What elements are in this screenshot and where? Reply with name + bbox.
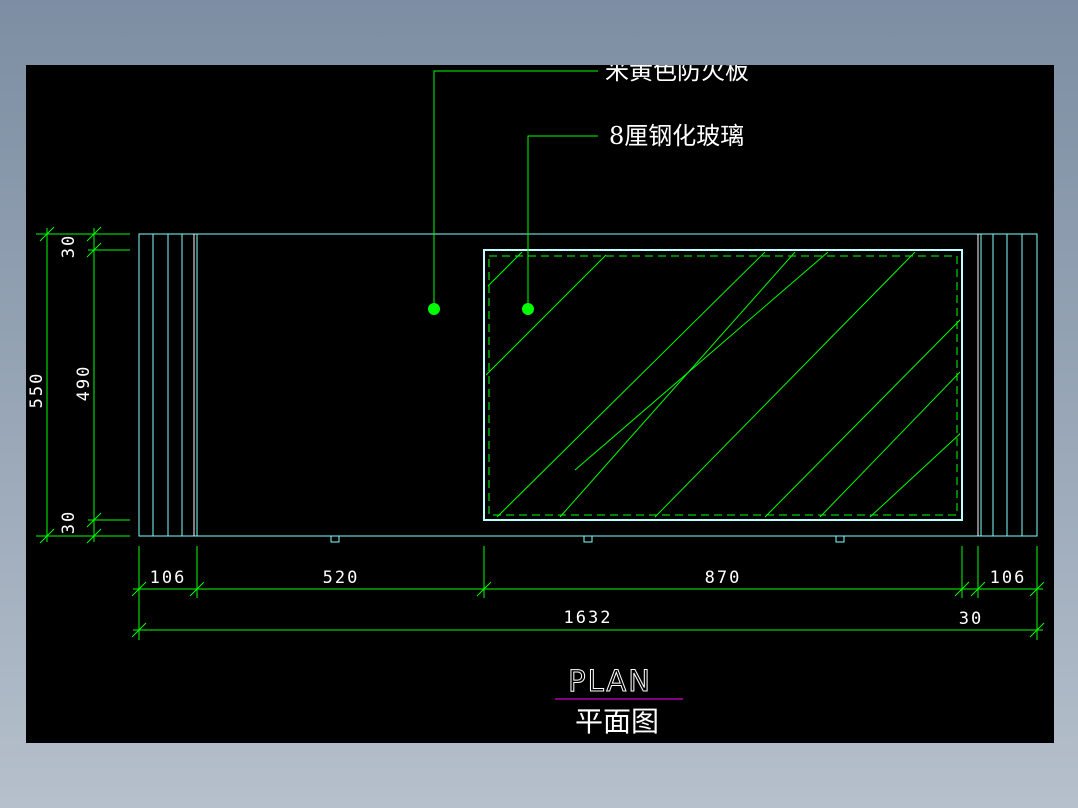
dimension-tick: [970, 581, 986, 597]
dimension-tick: [39, 528, 55, 544]
hatch-line: [559, 252, 796, 518]
vertical-dimensions: 550 490 30 30: [27, 226, 130, 544]
hatch-line: [819, 371, 960, 518]
dimension-tick: [86, 528, 102, 544]
dimension-tick: [131, 581, 147, 597]
dimension-tick: [39, 226, 55, 242]
hatch-line: [574, 252, 829, 471]
cabinet-outline: [138, 233, 1038, 543]
dimension-tick: [954, 581, 970, 597]
hatch-line: [496, 252, 766, 518]
leader-dot-2: [522, 303, 534, 315]
foot-mark: [330, 536, 340, 543]
dimension-text-bottom-offset: 30: [59, 510, 79, 534]
leader-dot-1: [428, 303, 440, 315]
dimension-text-top-offset: 30: [59, 234, 79, 258]
annotations: 米黄色防火板 8厘钢化玻璃: [428, 65, 749, 315]
dimension-tick: [131, 622, 147, 638]
dimension-text-height-inner: 490: [74, 365, 94, 402]
cabinet-outer-rect: [138, 233, 1038, 537]
cad-plan-drawing: 米黄色防火板 8厘钢化玻璃 550 490 30 30: [27, 65, 1045, 738]
horizontal-dimensions: 106 520 870 106 1632 30: [131, 546, 1045, 640]
glass-frame-rect: [483, 249, 963, 521]
leader-line-1: [433, 70, 598, 309]
annotation-label-2: 8厘钢化玻璃: [609, 122, 744, 150]
dimension-text-end-gap: 30: [959, 609, 983, 629]
glass-dashed-inset: [488, 255, 958, 516]
dimension-tick: [1029, 622, 1045, 638]
leader-line-2: [527, 135, 598, 309]
dimension-text-right-margin: 106: [990, 568, 1027, 588]
foot-mark: [835, 536, 845, 543]
dimension-text-panel: 520: [323, 568, 360, 588]
dimension-tick: [476, 581, 492, 597]
dimension-tick: [1029, 581, 1045, 597]
dimension-tick: [86, 242, 102, 258]
dimension-text-left-margin: 106: [150, 568, 187, 588]
title-chinese: 平面图: [575, 705, 659, 738]
dimension-tick: [86, 512, 102, 528]
hatch-line: [764, 319, 960, 518]
glass-panel: [483, 249, 963, 521]
foot-mark: [583, 536, 593, 543]
title-english: PLAN: [568, 664, 652, 698]
hatch-line: [869, 433, 960, 518]
title-block: PLAN 平面图: [555, 664, 683, 738]
dimension-text-glass: 870: [705, 568, 742, 588]
dimension-tick: [86, 226, 102, 242]
drawing-viewport[interactable]: 米黄色防火板 8厘钢化玻璃 550 490 30 30: [26, 65, 1054, 743]
annotation-label-1: 米黄色防火板: [605, 65, 749, 85]
hatch-line: [487, 252, 523, 287]
dimension-tick: [189, 581, 205, 597]
dimension-text-total-width: 1632: [564, 608, 613, 628]
hatch-line: [654, 252, 916, 518]
dimension-text-height-total: 550: [27, 372, 47, 409]
hatch-line: [486, 254, 607, 376]
glass-hatch: [486, 252, 960, 518]
